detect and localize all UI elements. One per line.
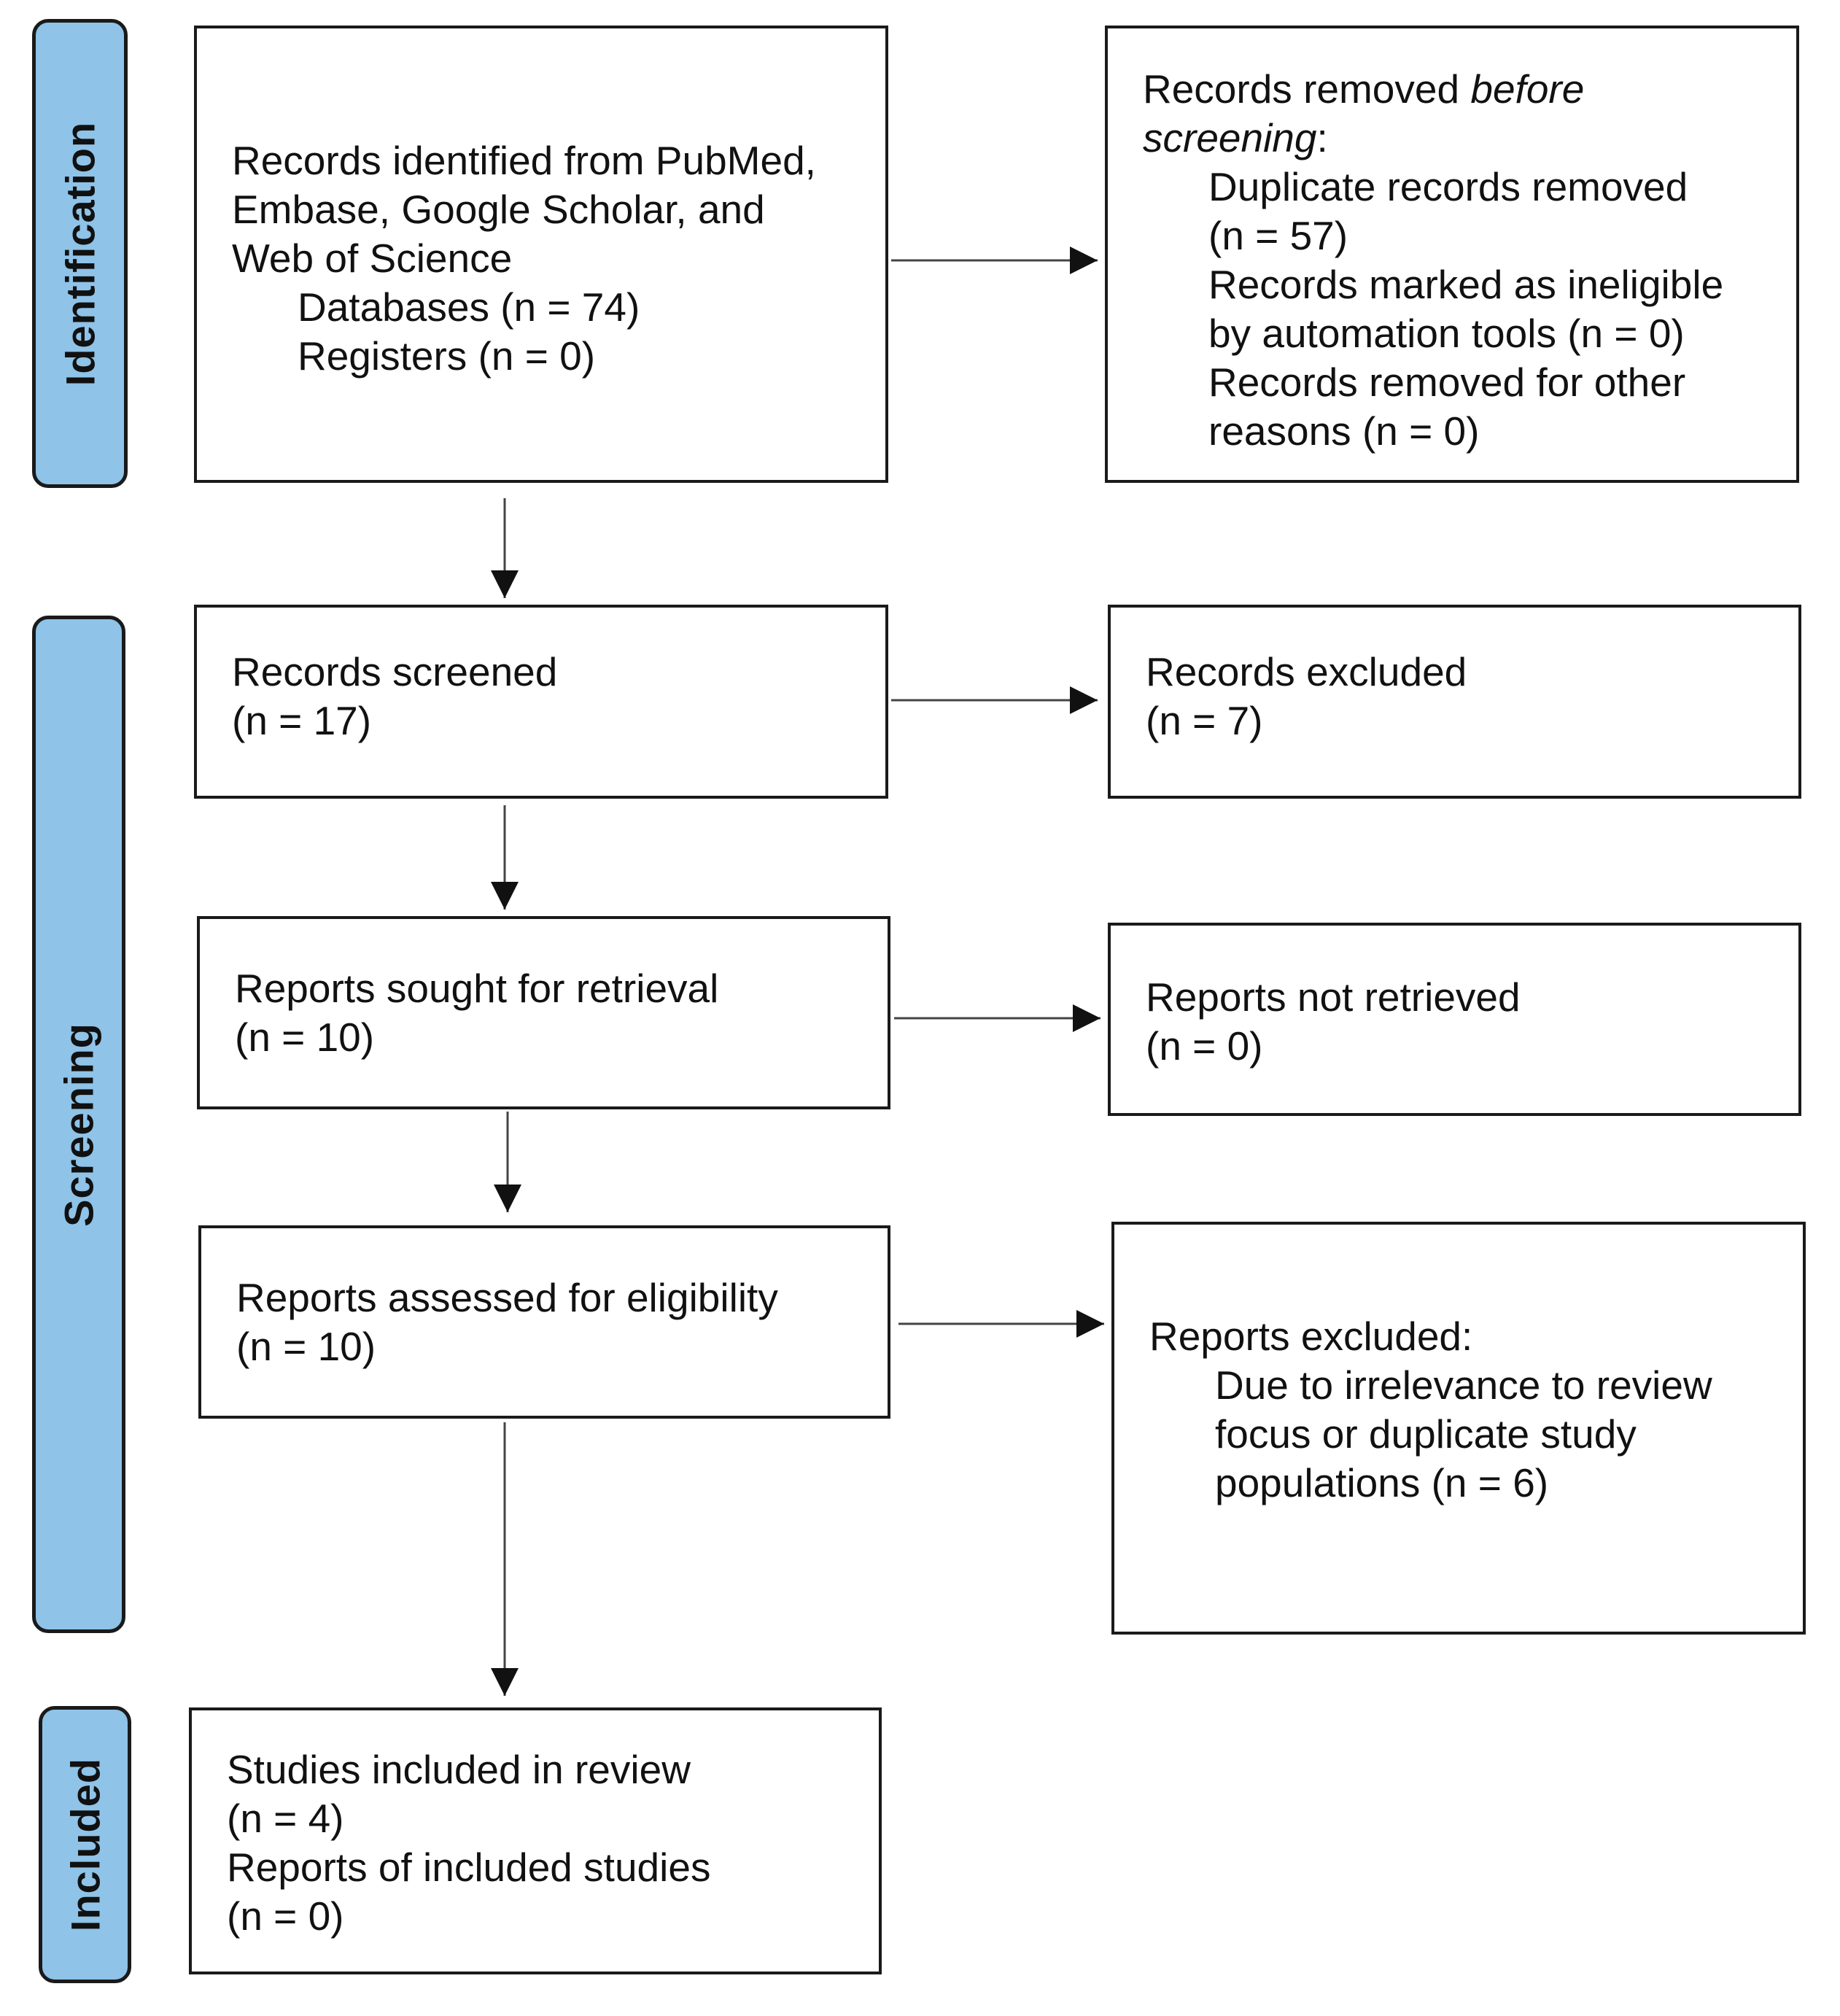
text: populations (n = 6): [1215, 1460, 1549, 1505]
removed-title-2: screening:: [1143, 115, 1328, 160]
text: focus or duplicate study: [1215, 1411, 1637, 1457]
databases-count: Databases (n = 74): [298, 284, 640, 330]
text: (n = 4): [227, 1796, 344, 1841]
text: (n = 57): [1208, 213, 1348, 258]
text: Due to irrelevance to review: [1215, 1362, 1712, 1408]
studies-included-box: Studies included in review (n = 4) Repor…: [189, 1707, 882, 1974]
text: Records removed for other: [1208, 360, 1686, 405]
text: (n = 7): [1146, 698, 1263, 743]
removed-title: Records removed before: [1143, 66, 1585, 112]
phase-identification: Identification: [32, 19, 128, 488]
phase-screening: Screening: [32, 616, 125, 1633]
records-removed-box: Records removed before screening: Duplic…: [1105, 26, 1799, 483]
text: (n = 17): [232, 698, 372, 743]
text: Reports sought for retrieval: [235, 966, 719, 1011]
text: (n = 10): [236, 1324, 376, 1369]
reports-assessed-box: Reports assessed for eligibility (n = 10…: [198, 1225, 890, 1419]
text: Reports assessed for eligibility: [236, 1275, 778, 1320]
registers-count: Registers (n = 0): [298, 333, 596, 379]
text: Records identified from PubMed,: [232, 138, 816, 183]
records-screened-box: Records screened (n = 17): [194, 605, 888, 799]
text: Embase, Google Scholar, and: [232, 187, 765, 232]
text: (n = 0): [227, 1893, 344, 1939]
reports-not-retrieved-box: Reports not retrieved (n = 0): [1108, 923, 1801, 1116]
text: Reports of included studies: [227, 1845, 711, 1890]
text: by automation tools (n = 0): [1208, 311, 1685, 356]
text: Duplicate records removed: [1208, 164, 1688, 209]
text: Reports excluded:: [1149, 1314, 1473, 1359]
text: Records excluded: [1146, 649, 1467, 694]
text: Records screened: [232, 649, 558, 694]
text: Records marked as ineligible: [1208, 262, 1724, 307]
text: Studies included in review: [227, 1747, 691, 1792]
phase-included: Included: [39, 1706, 131, 1983]
text: (n = 10): [235, 1015, 375, 1060]
reports-sought-box: Reports sought for retrieval (n = 10): [197, 916, 890, 1109]
text: (n = 0): [1146, 1023, 1263, 1069]
text: Reports not retrieved: [1146, 974, 1521, 1020]
records-identified-box: Records identified from PubMed, Embase, …: [194, 26, 888, 483]
records-excluded-box: Records excluded (n = 7): [1108, 605, 1801, 799]
text: Web of Science: [232, 236, 513, 281]
text: reasons (n = 0): [1208, 408, 1480, 454]
reports-excluded-box: Reports excluded: Due to irrelevance to …: [1111, 1222, 1806, 1635]
